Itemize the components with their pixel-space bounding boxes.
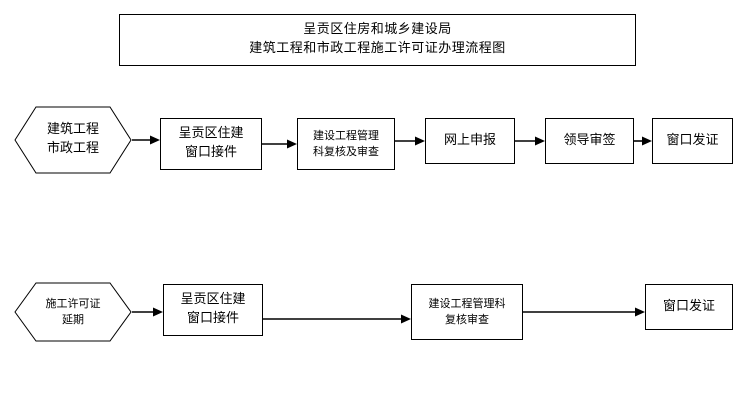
- row1-step-window-issue: 窗口发证: [652, 118, 733, 164]
- title-line-2: 建筑工程和市政工程施工许可证办理流程图: [249, 41, 506, 56]
- title-line-1: 呈贡区住房和城乡建设局: [303, 22, 452, 38]
- row2-review-line-2: 复核审查: [445, 313, 489, 326]
- row2-step-intake: 呈贡区住建 窗口接件: [163, 284, 263, 336]
- row2-intake-line-1: 呈贡区住建: [180, 292, 246, 308]
- arrow-row1-hex-to-intake: [132, 135, 160, 145]
- row1-step-online-declare: 网上申报: [425, 118, 515, 164]
- arrow-row1-review-to-online: [395, 136, 425, 146]
- row1-step-review: 建设工程管理 科复核及审查: [297, 118, 395, 170]
- row1-step-intake: 呈贡区住建 窗口接件: [160, 118, 262, 170]
- row2-step-review: 建设工程管理科 复核审查: [411, 284, 523, 340]
- arrow-row2-hex-to-intake: [132, 307, 163, 317]
- diagram-title: 呈贡区住房和城乡建设局 建筑工程和市政工程施工许可证办理流程图: [119, 14, 636, 66]
- row2-intake-line-2: 窗口接件: [186, 311, 239, 326]
- row1-intake-line-2: 窗口接件: [184, 145, 237, 160]
- row1-window-line-1: 窗口发证: [666, 132, 719, 148]
- row1-start-hexagon: [14, 106, 132, 174]
- row1-review-line-1: 建设工程管理: [313, 129, 379, 143]
- arrow-row1-intake-to-review: [262, 139, 297, 149]
- row2-review-line-1: 建设工程管理科: [428, 297, 506, 311]
- row1-review-line-2: 科复核及审查: [313, 145, 379, 158]
- arrow-row1-leader-to-window: [634, 136, 652, 146]
- row1-leader-line-1: 领导审签: [563, 132, 616, 148]
- row2-start-hexagon: [14, 282, 132, 342]
- row1-intake-line-1: 呈贡区住建: [178, 126, 244, 142]
- row2-step-window-issue: 窗口发证: [645, 284, 733, 330]
- row1-online-line-1: 网上申报: [443, 132, 496, 148]
- arrow-row1-online-to-leader: [515, 136, 545, 146]
- arrow-row2-review-to-window: [523, 307, 645, 317]
- arrow-row2-intake-to-review: [263, 314, 411, 324]
- row2-window-line-1: 窗口发证: [662, 298, 715, 314]
- row1-step-leader-approval: 领导审签: [545, 118, 634, 164]
